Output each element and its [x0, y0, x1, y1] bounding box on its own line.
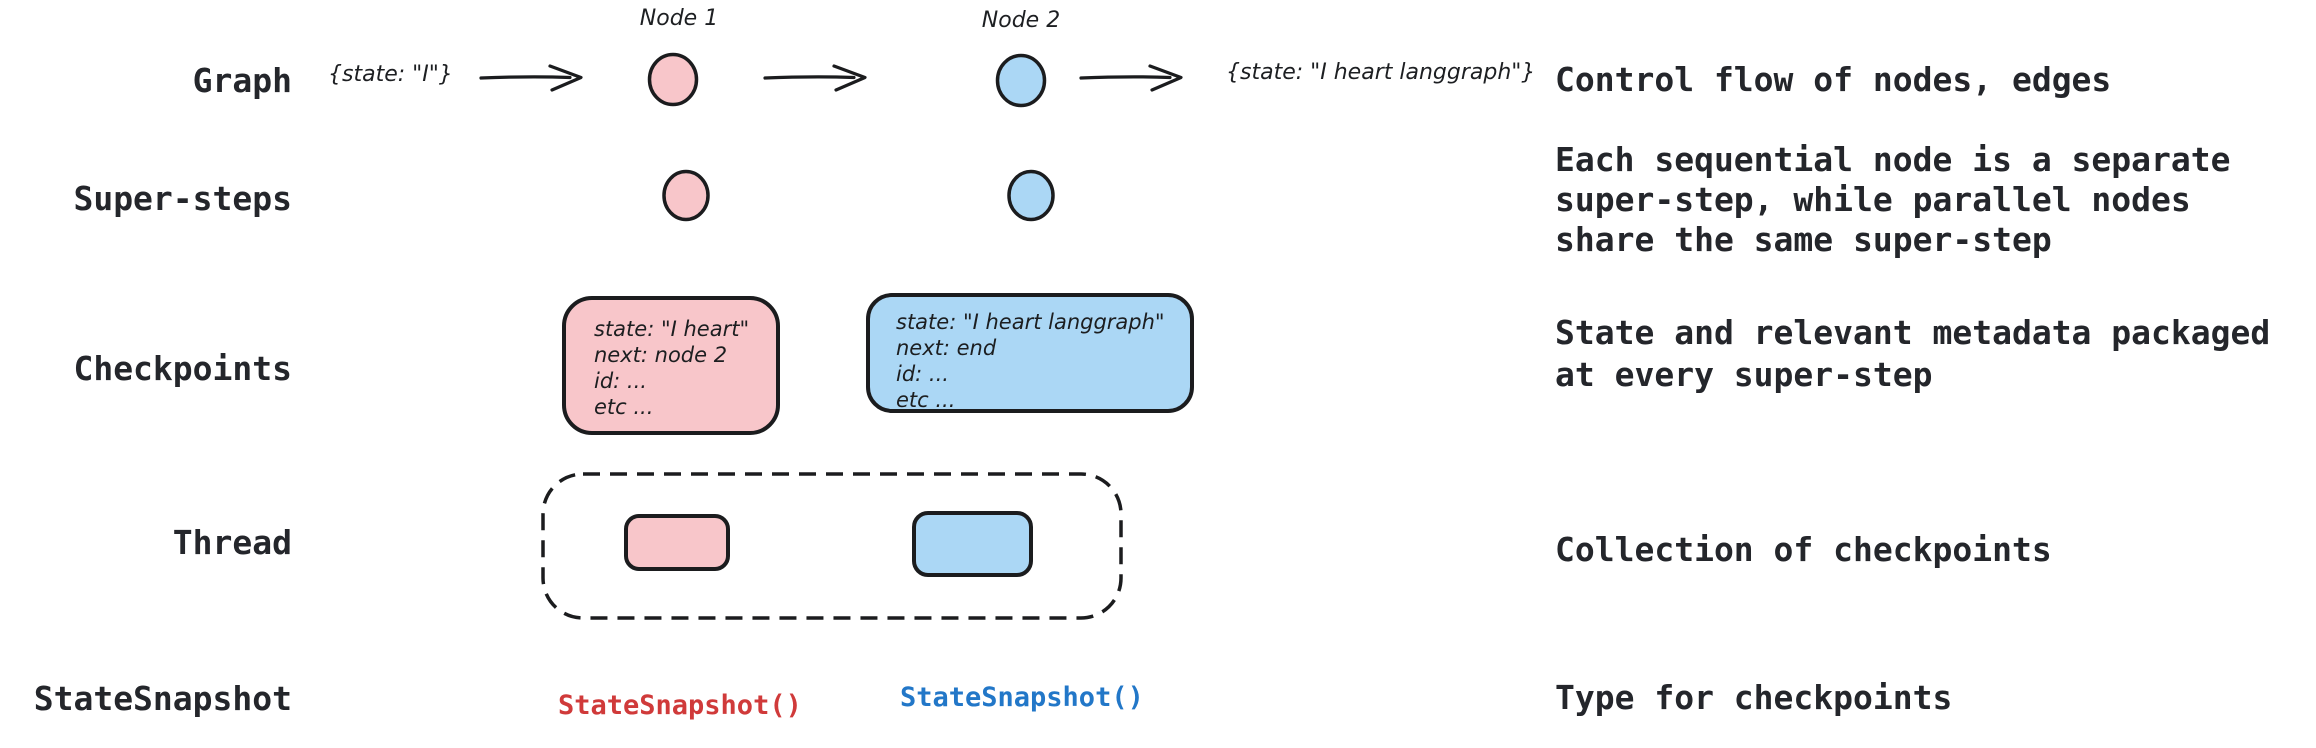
- description-line: Each sequential node is a separate: [1555, 140, 2231, 179]
- thread-dashed-container: [541, 472, 1123, 620]
- arrow-right-icon: [763, 64, 867, 92]
- card-line: etc ...: [896, 388, 956, 412]
- card-line: state: "I heart": [594, 317, 750, 341]
- card-line: id: ...: [896, 362, 949, 386]
- description-line: at every super-step: [1555, 355, 1933, 394]
- graph-input-state: {state: "I"}: [328, 62, 453, 87]
- node2-circle: [995, 53, 1047, 108]
- description-line: State and relevant metadata packaged: [1555, 313, 2271, 352]
- card-line: state: "I heart langgraph": [896, 310, 1165, 334]
- row-label-thread: Thread: [172, 523, 292, 562]
- checkpoints-description: State and relevant metadata packaged at …: [1555, 312, 2270, 396]
- row-label-checkpoints: Checkpoints: [73, 349, 292, 388]
- statesnapshot-description: Type for checkpoints: [1555, 678, 1953, 717]
- checkpoint-card-blue: state: "I heart langgraph" next: end id:…: [866, 293, 1194, 413]
- graph-output-state: {state: "I heart langgraph"}: [1226, 60, 1536, 85]
- super-steps-description: Each sequential node is a separate super…: [1555, 140, 2231, 260]
- super-step2-circle: [1007, 169, 1055, 222]
- arrow-right-icon: [479, 64, 583, 92]
- card-line: etc ...: [594, 395, 654, 419]
- thread-checkpoint-blue: [912, 511, 1033, 577]
- row-label-graph: Graph: [192, 61, 292, 100]
- card-line: next: end: [896, 336, 997, 360]
- card-line: id: ...: [594, 369, 647, 393]
- thread-description: Collection of checkpoints: [1555, 530, 2052, 569]
- node1-title: Node 1: [639, 6, 719, 31]
- card-line: next: node 2: [594, 343, 728, 367]
- super-step1-circle: [662, 169, 710, 222]
- node2-title: Node 2: [981, 8, 1061, 33]
- row-label-super-steps: Super-steps: [73, 179, 292, 218]
- description-line: super-step, while parallel nodes: [1555, 180, 2191, 219]
- statesnapshot-code-pink: StateSnapshot(): [558, 690, 802, 721]
- graph-description: Control flow of nodes, edges: [1555, 60, 2112, 99]
- checkpoint-card-pink: state: "I heart" next: node 2 id: ... et…: [562, 296, 780, 435]
- description-line: share the same super-step: [1555, 220, 2052, 259]
- row-label-statesnapshot: StateSnapshot: [33, 679, 292, 718]
- arrow-right-icon: [1079, 64, 1183, 92]
- statesnapshot-code-blue: StateSnapshot(): [900, 682, 1144, 713]
- node1-circle: [647, 52, 699, 107]
- thread-checkpoint-pink: [624, 514, 730, 571]
